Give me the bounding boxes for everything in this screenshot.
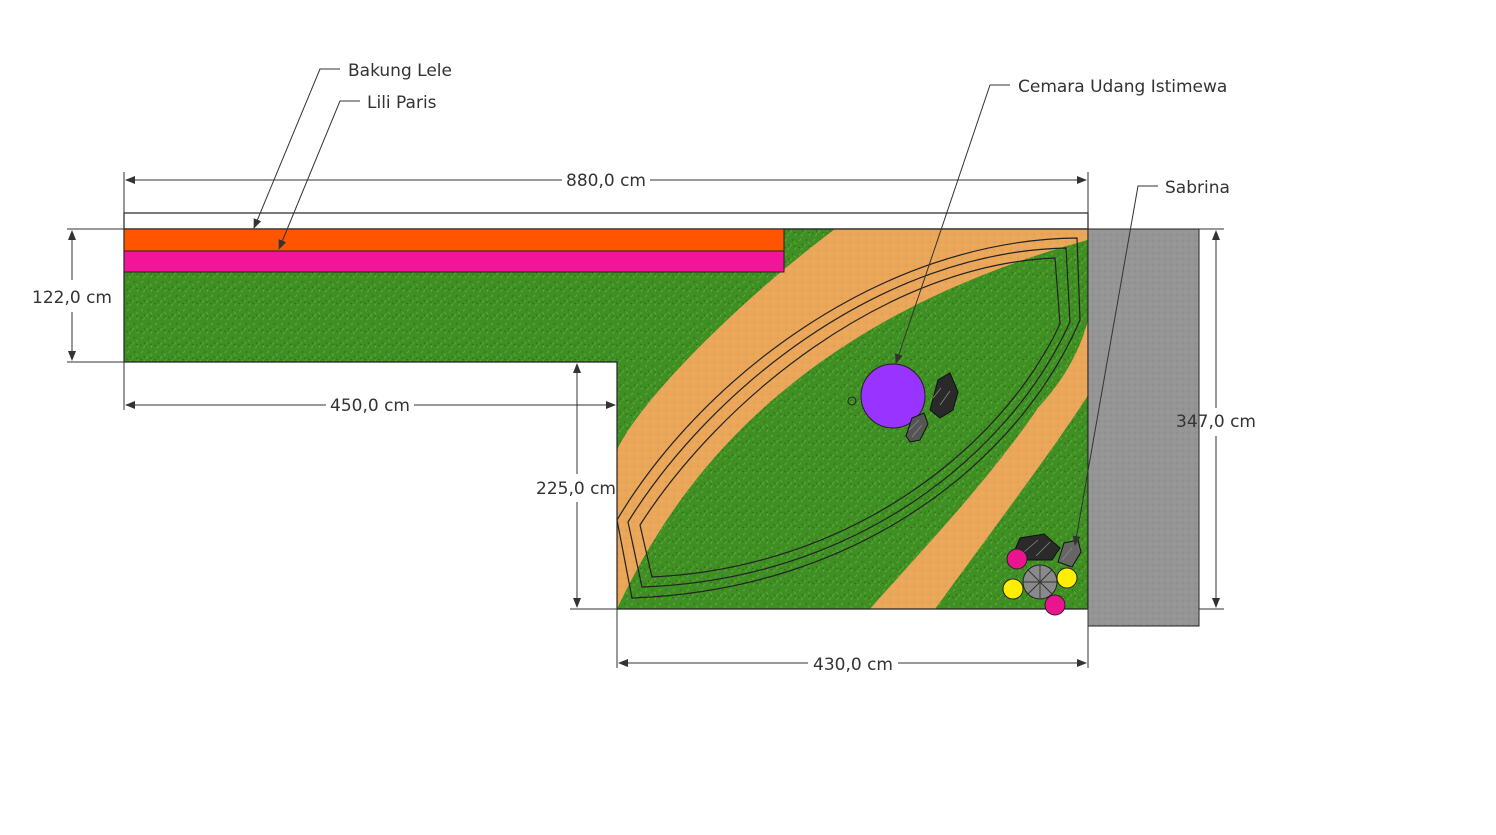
dim-inner-width: 450,0 cm bbox=[330, 396, 410, 416]
dim-top-width: 880,0 cm bbox=[566, 171, 646, 191]
leader-lili bbox=[278, 100, 360, 250]
label-bakung-lele: Bakung Lele bbox=[348, 61, 452, 81]
bakung-lele-bed bbox=[123, 228, 785, 252]
label-sabrina: Sabrina bbox=[1165, 178, 1230, 198]
rock-icon bbox=[1057, 539, 1082, 568]
flower-yellow bbox=[1002, 578, 1024, 600]
label-lili-paris: Lili Paris bbox=[367, 93, 437, 113]
small-plant bbox=[847, 396, 857, 406]
lens-outline-middle bbox=[627, 247, 1071, 588]
rock-icon bbox=[929, 372, 959, 419]
rock-texture bbox=[1023, 539, 1073, 561]
concrete-area bbox=[1087, 228, 1200, 627]
rock-icon bbox=[905, 412, 929, 443]
dim-inner-height: 225,0 cm bbox=[536, 479, 616, 499]
lens-outline-inner bbox=[639, 257, 1061, 578]
label-cemara-udang: Cemara Udang Istimewa bbox=[1018, 77, 1227, 97]
dim-left-height: 122,0 cm bbox=[32, 288, 112, 308]
flower-pink bbox=[1006, 548, 1028, 570]
leader-bakung bbox=[253, 68, 340, 229]
cemara-udang-plant bbox=[860, 363, 926, 429]
top-strip bbox=[123, 212, 1089, 230]
leader-cemara bbox=[895, 84, 1010, 364]
leader-sabrina bbox=[1072, 185, 1158, 546]
dim-bottom-width: 430,0 cm bbox=[813, 655, 893, 675]
flower-pink bbox=[1044, 594, 1066, 616]
lens-outline-outer bbox=[616, 237, 1081, 599]
sabrina-plant-texture bbox=[1023, 565, 1057, 599]
flower-yellow bbox=[1056, 567, 1078, 589]
rock-texture bbox=[908, 387, 951, 438]
lili-paris-bed bbox=[123, 250, 785, 273]
dim-right-height: 347,0 cm bbox=[1176, 412, 1256, 432]
